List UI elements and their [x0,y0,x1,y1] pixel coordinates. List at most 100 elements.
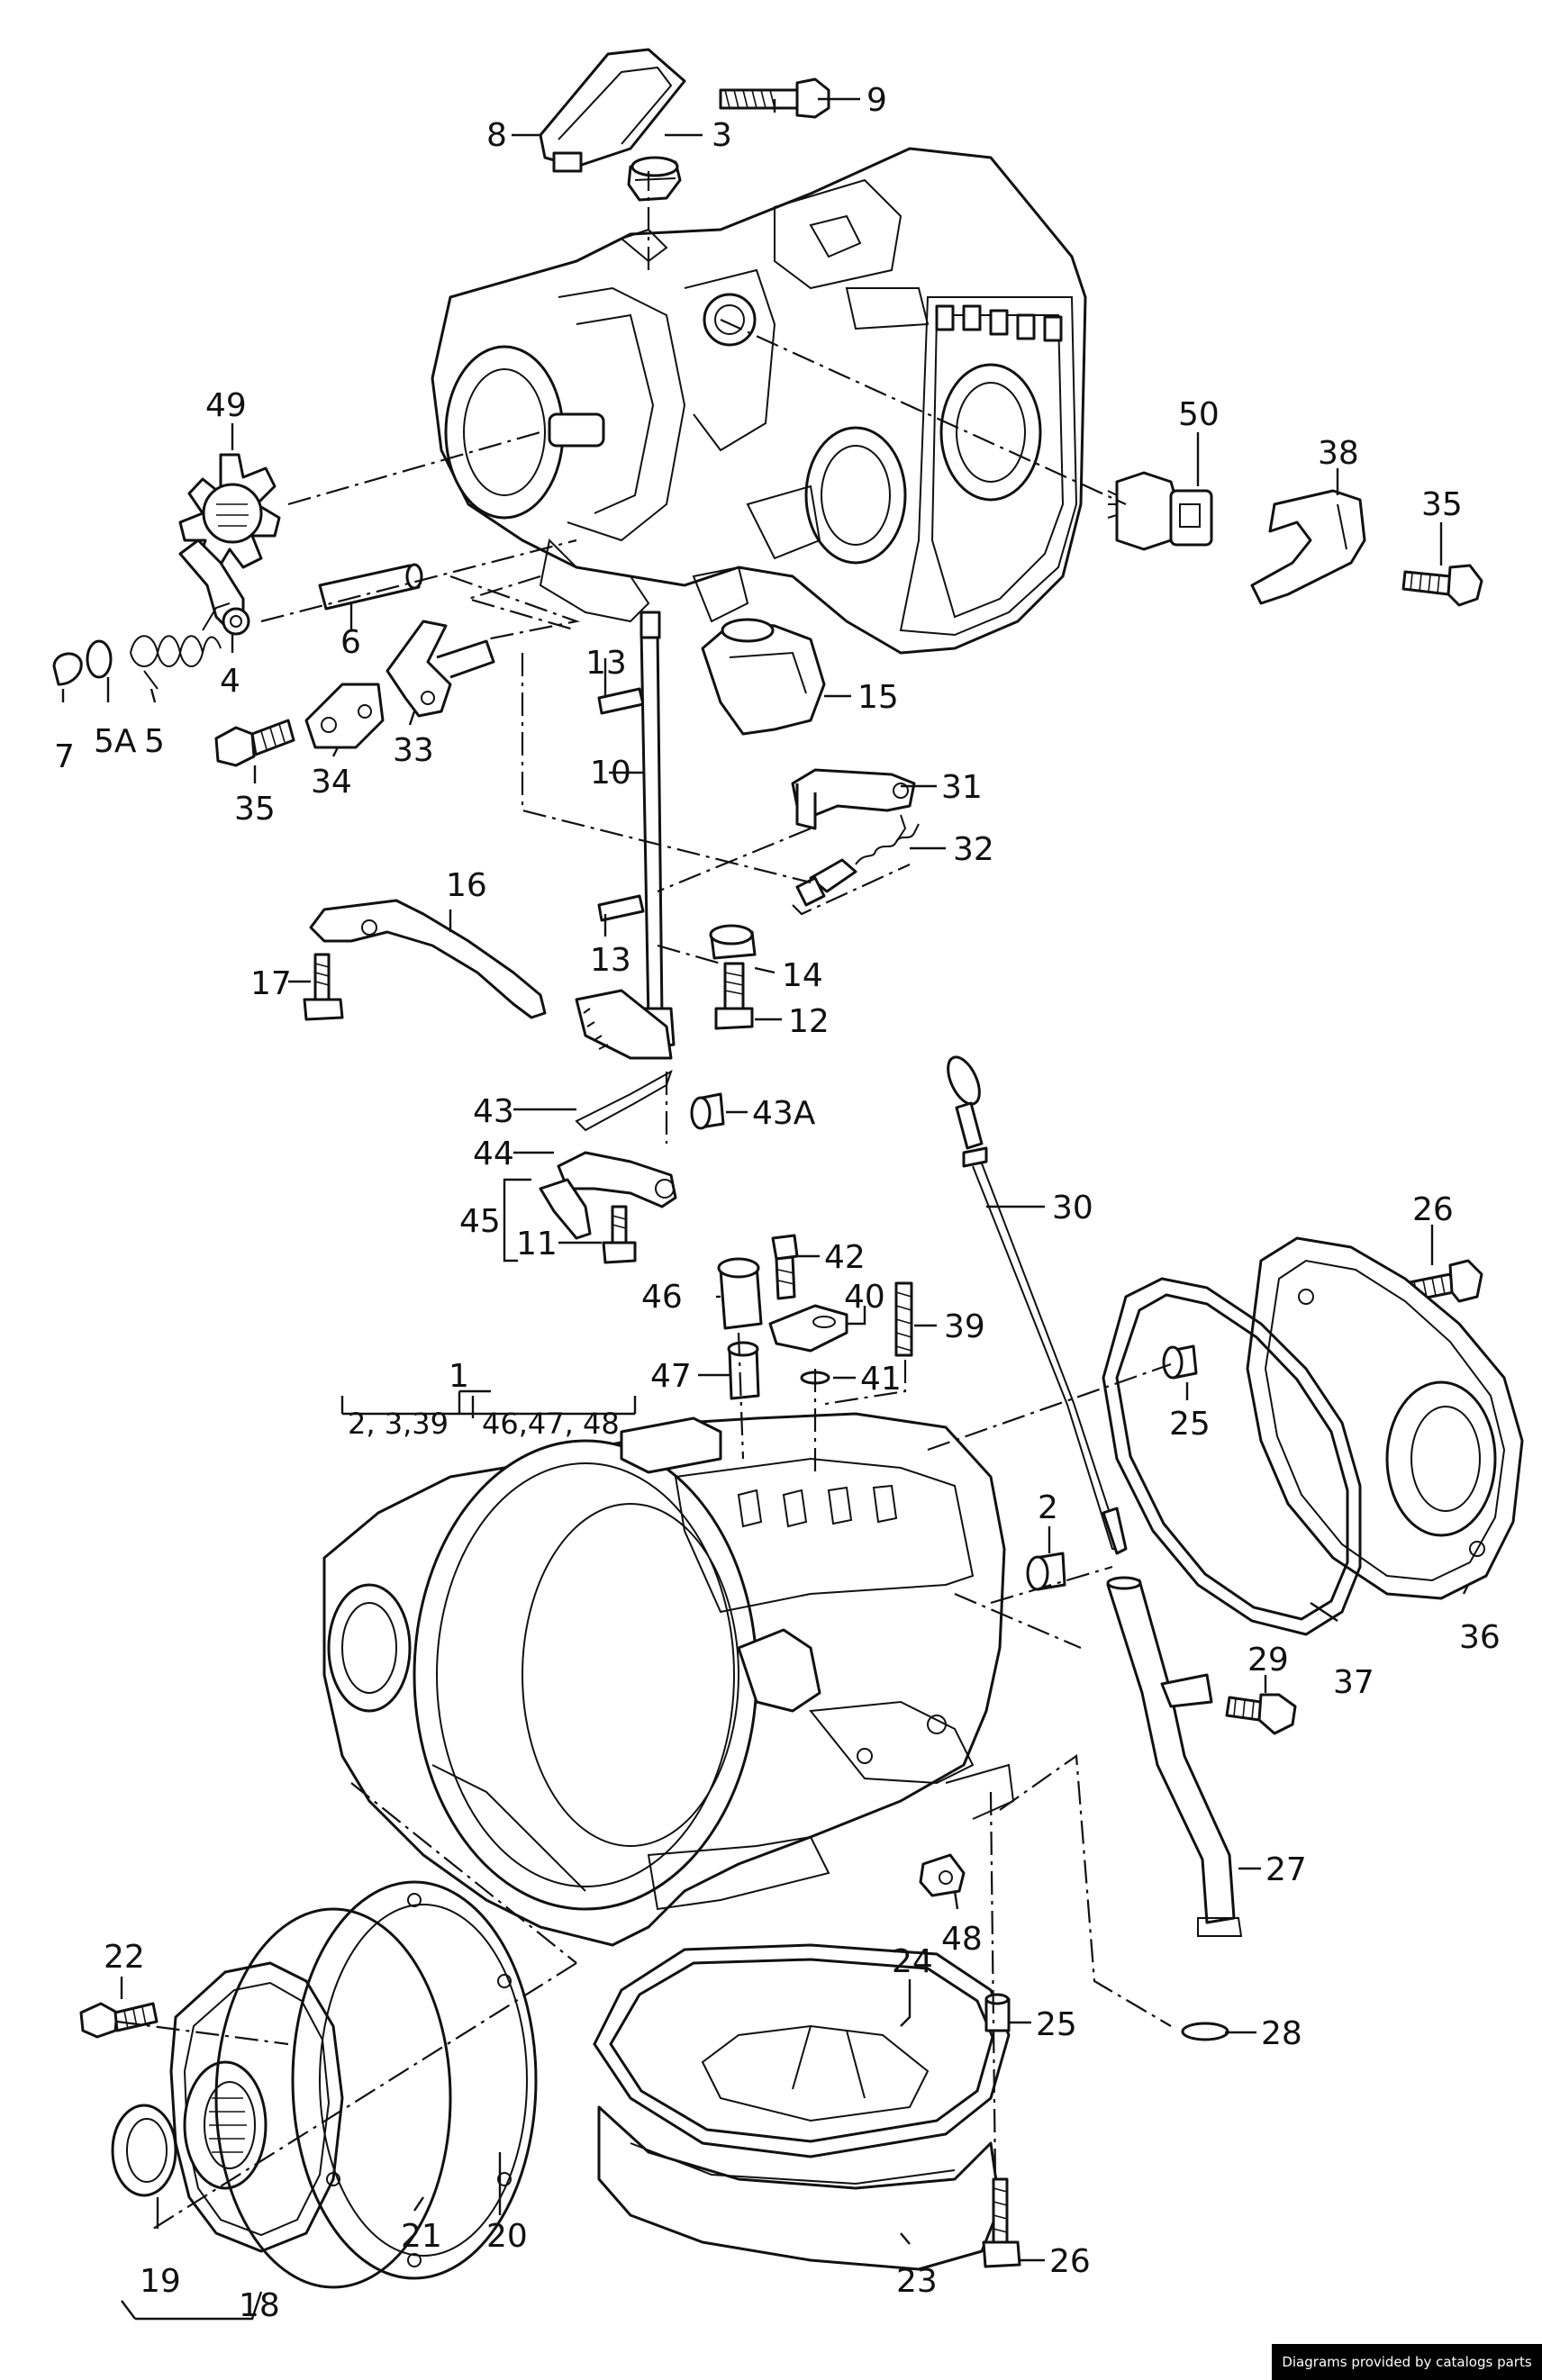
label-47: 47 [650,1358,692,1395]
part-28-seal [1181,2022,1229,2041]
label-22: 22 [104,1939,145,1976]
label-27: 27 [1265,1851,1307,1888]
label-13-upper: 13 [585,645,627,682]
part-42-bolt [771,1234,799,1300]
part-29-bolt [1225,1693,1297,1735]
upper-transmission-housing [431,147,1087,655]
label-3: 3 [712,117,732,154]
label-45: 45 [459,1203,501,1240]
part-25-bushing-upper [1162,1344,1198,1380]
label-13-lower: 13 [590,942,631,979]
part-22-bolt [79,2002,159,2039]
part-labels: 8 3 9 49 50 38 35 6 4 7 5A 5 33 34 35 13… [54,82,1501,2324]
part-10-shaft [639,611,676,1051]
label-43: 43 [473,1093,514,1130]
part-38-fork [1250,489,1366,605]
part-40-bracket [768,1304,848,1353]
label-32: 32 [953,831,994,868]
label-14: 14 [782,957,823,994]
part-14-plug [709,924,757,960]
part-segment-lever [575,989,673,1060]
part-21-o-ring [214,1907,452,2289]
label-37: 37 [1333,1664,1374,1701]
part-43a-bushing [690,1092,725,1130]
part-19-seal [111,2104,177,2197]
part-17-bolt [303,953,344,1021]
part-35-bolt-left [214,719,295,767]
label-12: 12 [788,1003,830,1040]
label-15: 15 [857,679,899,716]
label-33: 33 [393,732,434,769]
label-23: 23 [896,2263,938,2300]
label-9: 9 [866,82,887,119]
label-5: 5 [144,723,165,760]
label-group-1-left: 2, 3,39 [348,1407,449,1441]
label-48: 48 [941,1921,983,1958]
label-1: 1 [449,1358,469,1395]
label-29: 29 [1247,1642,1289,1679]
part-8-cover [539,48,686,173]
label-10: 10 [590,755,631,792]
label-42: 42 [824,1239,866,1276]
label-34: 34 [311,764,352,801]
label-5a: 5A [94,723,137,760]
part-33-bracket [386,620,495,718]
lower-transmission-housing [322,1412,1015,1947]
part-20-gasket [291,1880,538,2280]
part-48-plug [919,1853,966,1897]
label-35-right: 35 [1421,486,1463,523]
part-4-lever [178,538,250,636]
part-47-plug [727,1341,760,1400]
leader-lines [61,97,1470,2321]
part-5-spring [130,602,231,690]
part-11-bolt [602,1205,637,1264]
label-44: 44 [473,1136,514,1172]
label-35-left: 35 [234,791,276,828]
part-37-gasket [1102,1277,1362,1636]
part-26-bolt-lower [982,2177,1021,2268]
label-50: 50 [1178,396,1220,433]
label-7: 7 [54,738,75,775]
label-6: 6 [340,624,361,661]
part-50-sensor [1107,471,1213,551]
label-39: 39 [944,1308,985,1345]
part-9-bolt [719,77,830,119]
part-30-dipstick [947,1055,1128,1555]
label-40: 40 [844,1279,885,1316]
label-4: 4 [220,663,240,700]
part-2-bushing [1026,1552,1066,1591]
label-25-upper: 25 [1169,1406,1211,1443]
label-8: 8 [486,117,507,154]
label-25-lower: 25 [1036,2006,1077,2043]
label-21: 21 [401,2218,442,2255]
part-6-pin [318,563,423,611]
part-46-plug [717,1257,763,1330]
part-15-lever [701,618,826,736]
part-18-oil-pump [169,1961,344,2253]
label-11: 11 [516,1226,558,1262]
label-2: 2 [1038,1489,1058,1526]
part-32-detent [795,814,920,907]
label-31: 31 [941,769,983,806]
assembly-lines [116,171,1172,2230]
part-25-bushing-lower [984,1993,1011,2032]
credit-banner: Diagrams provided by catalogs parts [1272,2344,1542,2380]
label-26-upper: 26 [1412,1191,1454,1228]
label-38: 38 [1318,435,1359,472]
label-17: 17 [250,965,292,1002]
part-31-lever [791,768,916,830]
part-35-bolt-right [1401,564,1483,607]
label-group-1-right: 46,47, 48 [482,1407,620,1441]
label-20: 20 [486,2218,528,2255]
label-49: 49 [205,387,247,424]
part-16-bracket [309,899,547,1019]
label-16: 16 [446,867,487,904]
part-13-pin-lower [597,894,645,922]
label-43a: 43A [752,1095,816,1132]
label-36: 36 [1459,1619,1501,1656]
label-41: 41 [860,1361,902,1398]
part-39-stud [894,1281,913,1357]
label-28: 28 [1261,2015,1302,2052]
label-18: 18 [239,2287,280,2324]
